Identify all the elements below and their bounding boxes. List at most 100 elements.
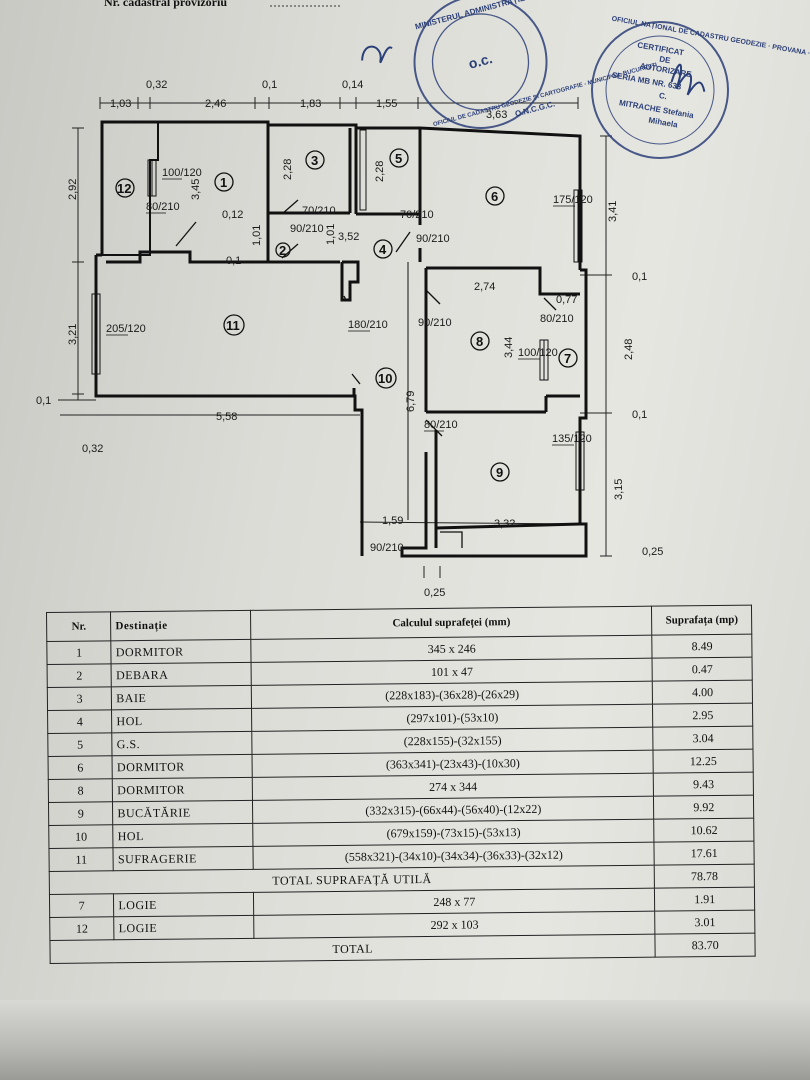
row-destination: DORMITOR — [112, 777, 253, 802]
dim-top-6: 0,14 — [342, 79, 363, 91]
row-surface: 2.95 — [652, 703, 753, 728]
dim-int-9: 2,74 — [474, 281, 495, 293]
room-6: 6 — [491, 189, 498, 204]
dim-left-2: 3,21 — [67, 324, 79, 345]
dim-right-1: 3,41 — [607, 201, 619, 222]
signature-right-icon — [670, 63, 706, 96]
row-destination: DORMITOR — [111, 639, 252, 664]
floor-plan: Nr. cadastral provizoriu 1,03 0,32 2,46 … — [36, 0, 810, 599]
dim-int-5: 1,01 — [251, 225, 263, 246]
room-7: 7 — [564, 351, 571, 366]
stamp-right-line2: DE — [659, 54, 672, 65]
opening-8: 205/120 — [106, 323, 146, 335]
dim-top-8: 3,63 — [486, 109, 507, 121]
area-table: Nr. Destinație Calculul suprafeței (mm) … — [46, 605, 756, 964]
room-5: 5 — [395, 151, 402, 166]
row-nr: 3 — [47, 686, 112, 711]
dim-int-8: 1,01 — [325, 224, 337, 245]
opening-1: 100/120 — [162, 167, 202, 179]
th-sup: Suprafața (mp) — [651, 605, 752, 636]
dim-right-4: 0,1 — [632, 409, 647, 421]
row-surface: 10.62 — [654, 818, 754, 843]
opening-9: 180/210 — [348, 319, 388, 331]
room-11: 11 — [226, 318, 240, 333]
dims-top — [99, 97, 579, 109]
opening-5: 70/210 — [400, 209, 434, 221]
stamp-left-line1: MINISTERUL ADMINISTRAȚIEI ȘI INTERNELOR — [414, 0, 590, 31]
dim-int-4: 0,12 — [222, 209, 243, 221]
dim-bottom-4: 0,25 — [424, 587, 445, 599]
dim-top-1: 1,03 — [110, 98, 131, 110]
row-nr: 10 — [48, 824, 114, 849]
room-9: 9 — [496, 465, 503, 480]
row-destination: DORMITOR — [112, 754, 253, 779]
windows — [91, 129, 585, 491]
dim-top-3: 2,46 — [205, 98, 226, 110]
dims-bottom — [60, 414, 581, 578]
stamp-right-ring: OFICIUL NAȚIONAL DE CADASTRU GEODEZIE · … — [611, 16, 810, 58]
opening-15: 90/210 — [370, 542, 404, 554]
row-destination: LOGIE — [113, 892, 254, 917]
room-labels: 1 2 3 4 5 6 7 8 9 10 11 12 — [115, 148, 578, 482]
row-surface: 12.25 — [653, 749, 754, 774]
row-nr: 5 — [47, 732, 113, 757]
cadastral-label: Nr. cadastral provizoriu — [104, 0, 227, 9]
row-nr: 1 — [46, 640, 112, 665]
total-util-row-value: 78.78 — [654, 864, 755, 889]
dim-right-6: 0,25 — [642, 546, 663, 558]
dim-int-1: 3,45 — [190, 179, 202, 200]
opening-13: 80/210 — [424, 419, 458, 431]
row-destination: G.S. — [112, 731, 253, 756]
stamp-right-line5: C. — [658, 91, 667, 101]
dim-right-3: 2,48 — [623, 339, 635, 360]
opening-10: 90/210 — [418, 317, 452, 329]
total-row-value: 83.70 — [655, 933, 756, 958]
total-row-label: TOTAL — [49, 934, 656, 964]
room-3: 3 — [311, 153, 318, 168]
row-destination: HOL — [113, 823, 254, 848]
dim-right-2: 0,1 — [632, 271, 647, 283]
row-surface: 9.92 — [653, 795, 754, 820]
row-surface: 17.61 — [654, 841, 755, 866]
dim-top-7: 1,55 — [376, 98, 397, 110]
row-nr: 2 — [47, 663, 112, 688]
opening-12: 100/120 — [518, 347, 558, 359]
room-10: 10 — [378, 371, 392, 386]
dim-int-10: 0,77 — [556, 294, 577, 306]
dim-right-5: 3,15 — [613, 479, 625, 500]
room-4: 4 — [379, 242, 387, 257]
dim-int-11: 3,44 — [503, 337, 515, 358]
dim-left-4: 0,32 — [82, 443, 103, 455]
signature-left-icon — [361, 45, 393, 64]
row-surface: 8.49 — [652, 634, 753, 659]
stamp-right-line7: Mihaela — [648, 116, 679, 130]
dim-int-2: 2,28 — [282, 159, 294, 180]
dim-bottom-1: 5,58 — [216, 411, 237, 423]
opening-6: 90/210 — [416, 233, 450, 245]
dim-int-7: 3,52 — [338, 231, 359, 243]
opening-7: 175/120 — [553, 194, 593, 206]
row-nr: 11 — [48, 847, 114, 872]
opening-2: 80/210 — [146, 201, 180, 213]
row-destination: SUFRAGERIE — [113, 846, 254, 871]
dim-left-3: 0,1 — [36, 395, 51, 407]
row-surface: 3.04 — [653, 726, 753, 751]
row-nr: 12 — [49, 916, 115, 941]
room-8: 8 — [476, 334, 483, 349]
room-1: 1 — [220, 175, 227, 190]
dim-left-1: 2,92 — [67, 179, 79, 200]
th-dest: Destinație — [110, 610, 251, 641]
openings: 100/120 80/210 70/210 90/210 70/210 90/2… — [106, 167, 593, 554]
row-destination: LOGIE — [114, 915, 255, 940]
stamp-left-center: o.c. — [467, 50, 494, 72]
row-surface: 9.43 — [653, 772, 754, 797]
page-stack-edge — [0, 1000, 810, 1080]
dims-left — [58, 127, 96, 401]
dim-bottom-3: 3,32 — [494, 518, 515, 530]
dim-top-5: 1,83 — [300, 98, 321, 110]
row-surface: 4.00 — [652, 680, 753, 705]
dim-int-3: 2,28 — [374, 161, 386, 182]
opening-14: 135/120 — [552, 433, 592, 445]
